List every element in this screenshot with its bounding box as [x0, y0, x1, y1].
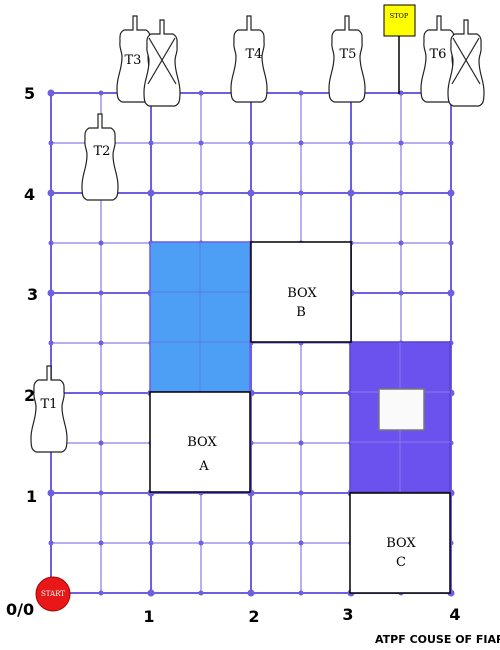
grid-node	[47, 289, 55, 297]
target-t4-label: T4	[246, 47, 263, 62]
grid-node	[98, 240, 104, 246]
box-a: BOX A	[149, 391, 251, 493]
purple-zone-window	[378, 388, 425, 431]
grid-node	[398, 140, 404, 146]
grid-node	[98, 590, 104, 596]
grid-node	[348, 140, 354, 146]
grid-node	[98, 90, 104, 96]
grid-node	[148, 140, 154, 146]
grid-node	[147, 189, 155, 197]
grid-node	[48, 540, 54, 546]
grid-node	[198, 590, 204, 596]
y-label-1: 1	[26, 487, 37, 506]
box-b-line1: BOX	[287, 286, 317, 301]
grid-node	[98, 340, 104, 346]
grid-node	[48, 140, 54, 146]
grid-node	[47, 189, 55, 197]
stop-sign: STOP	[383, 4, 416, 94]
course-title: ATPF COUSE OF FIAR	[375, 633, 500, 646]
target-t3-label: T3	[125, 53, 142, 68]
grid-node	[147, 589, 155, 597]
grid-node	[448, 140, 454, 146]
target-t4: T4	[230, 15, 268, 103]
grid-node	[298, 590, 304, 596]
box-c: BOX C	[349, 492, 451, 594]
target-t6-label: T6	[430, 47, 447, 62]
target-t5-label: T5	[340, 47, 357, 62]
grid-node	[48, 240, 54, 246]
grid-node	[298, 440, 304, 446]
target-t2-label: T2	[94, 144, 111, 159]
x-label-1: 1	[143, 607, 154, 626]
grid-node	[248, 140, 254, 146]
blue-zone-lines	[150, 242, 250, 392]
grid-node	[198, 540, 204, 546]
target-t1: T1	[30, 365, 68, 453]
target-t6: T6	[420, 15, 458, 103]
grid-node	[98, 390, 104, 396]
origin-label: 0/0	[6, 600, 34, 619]
grid-node	[198, 90, 204, 96]
target-no-shoot-2	[447, 19, 485, 107]
grid-node	[398, 240, 404, 246]
x-label-3: 3	[342, 605, 353, 624]
y-label-2: 2	[24, 386, 35, 405]
y-label-4: 4	[24, 185, 35, 204]
target-no-shoot-1	[143, 19, 181, 107]
grid-node	[398, 190, 404, 196]
grid-node	[447, 289, 455, 297]
grid-node	[298, 90, 304, 96]
grid-node	[398, 290, 404, 296]
grid-node	[148, 540, 154, 546]
target-t5: T5	[328, 15, 366, 103]
grid-node	[298, 140, 304, 146]
y-label-3: 3	[27, 285, 38, 304]
grid-node	[347, 189, 355, 197]
target-t3: T3	[116, 15, 154, 103]
box-b-line2: B	[296, 305, 306, 320]
grid-node	[248, 540, 254, 546]
target-t1-label: T1	[41, 397, 58, 412]
grid-node	[98, 440, 104, 446]
box-c-line2: C	[396, 555, 406, 570]
grid-node	[98, 540, 104, 546]
grid-node	[98, 490, 104, 496]
grid-node	[47, 489, 55, 497]
box-a-line2: A	[198, 459, 209, 474]
x-label-4: 4	[449, 605, 460, 624]
grid-node	[447, 189, 455, 197]
box-a-line1: BOX	[187, 435, 217, 450]
stop-sign-board	[383, 4, 416, 37]
grid-node	[198, 190, 204, 196]
grid-node	[298, 490, 304, 496]
grid-node	[198, 140, 204, 146]
grid-node	[48, 340, 54, 346]
start-marker: START	[35, 576, 71, 612]
grid-node	[47, 89, 55, 97]
box-b: BOX B	[250, 241, 352, 343]
grid-node	[98, 290, 104, 296]
box-c-line1: BOX	[386, 536, 416, 551]
grid-node	[298, 390, 304, 396]
start-label: START	[41, 590, 65, 598]
stop-label: STOP	[390, 12, 409, 20]
grid-node	[247, 189, 255, 197]
no-shoot-cross-icon	[148, 37, 177, 85]
x-label-2: 2	[248, 607, 259, 626]
target-t2: T2	[81, 113, 119, 201]
grid-node	[298, 540, 304, 546]
no-shoot-cross-icon	[452, 37, 481, 85]
grid-node	[448, 240, 454, 246]
grid-node	[298, 190, 304, 196]
y-label-5: 5	[24, 84, 35, 103]
grid-node	[247, 589, 255, 597]
